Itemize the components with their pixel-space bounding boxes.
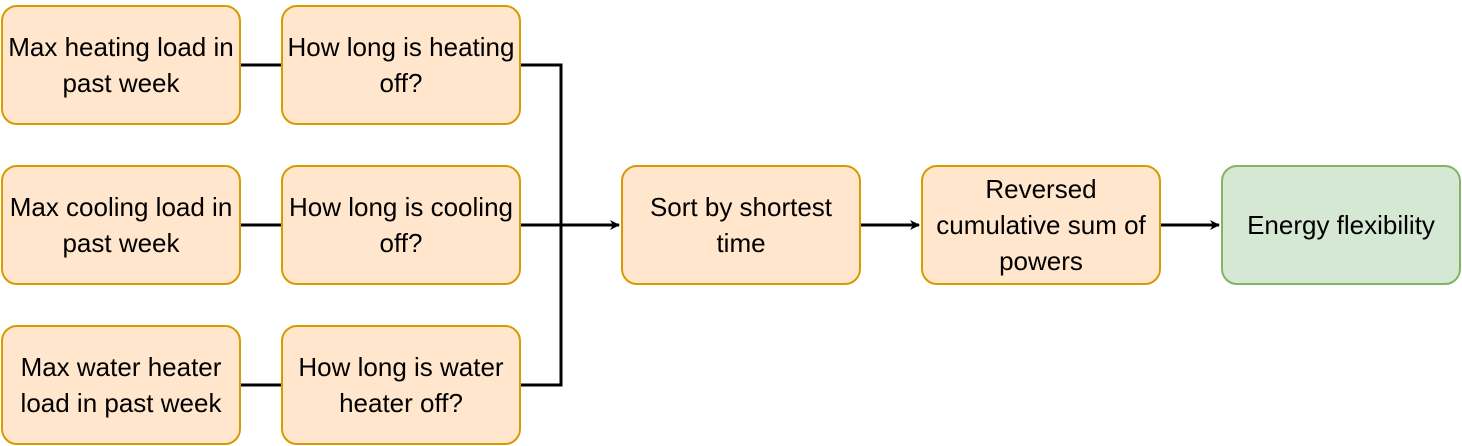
node-max-cooling-load: Max cooling load in past week — [1, 165, 241, 285]
node-label: Sort by shortest time — [649, 192, 833, 258]
node-max-heating-load: Max heating load in past week — [1, 5, 241, 125]
connector-water-off-to-merge — [520, 225, 563, 387]
node-label: How long is water heater off? — [298, 352, 504, 418]
node-label: Max water heater load in past week — [20, 352, 222, 418]
node-label: Reversed cumulative sum of powers — [936, 174, 1146, 276]
node-cooling-off-duration: How long is cooling off? — [281, 165, 521, 285]
connector-heating-off-to-merge — [520, 63, 563, 225]
node-label: Energy flexibility — [1247, 210, 1435, 240]
node-label: How long is heating off? — [287, 32, 515, 98]
node-max-water-heater-load: Max water heater load in past week — [1, 325, 241, 445]
node-sort-by-shortest-time: Sort by shortest time — [621, 165, 861, 285]
node-water-heater-off-duration: How long is water heater off? — [281, 325, 521, 445]
node-reversed-cumulative-sum: Reversed cumulative sum of powers — [921, 165, 1161, 285]
node-label: Max heating load in past week — [8, 32, 234, 98]
node-label: How long is cooling off? — [288, 192, 513, 258]
node-heating-off-duration: How long is heating off? — [281, 5, 521, 125]
node-energy-flexibility: Energy flexibility — [1221, 165, 1461, 285]
node-label: Max cooling load in past week — [9, 192, 233, 258]
